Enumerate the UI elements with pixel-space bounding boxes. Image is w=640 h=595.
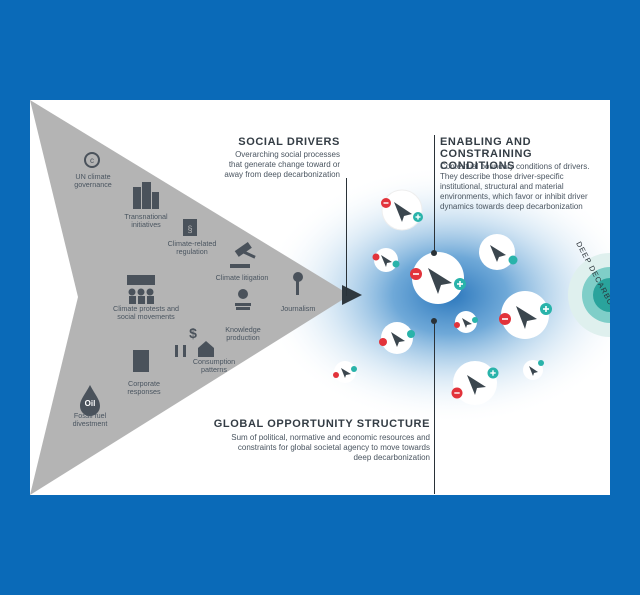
agent-3: [410, 252, 466, 304]
enabling-title: ENABLING AND CONSTRAINING CONDITIONS: [440, 136, 533, 172]
corporate-building-icon: [133, 350, 149, 372]
agent-9: [451, 361, 499, 405]
agent-2: [372, 248, 400, 272]
oil-drop-icon: [80, 385, 100, 416]
driver-label-transnational: Transnational initiatives: [124, 212, 168, 230]
agent-8: [333, 361, 357, 383]
agent-6: [379, 322, 415, 354]
un-climate-icon: c: [84, 152, 100, 168]
document-icon: §: [183, 219, 197, 236]
diagram-card: c §: [30, 100, 610, 495]
social-drivers-line: [346, 178, 348, 296]
microphone-icon: [293, 272, 303, 295]
driver-label-regulation: Climate-related regulation: [167, 239, 217, 257]
global-description: Sum of political, normative and economic…: [231, 433, 430, 462]
enabling-dot: [431, 250, 437, 256]
social-drivers-title: SOCIAL DRIVERS: [238, 136, 340, 148]
gavel-icon: [230, 241, 256, 268]
driver-label-corporate: Corporate responses: [127, 379, 161, 397]
deep-decarbonisation-target: [568, 253, 610, 337]
driver-label-consumption: Consumption patterns: [192, 357, 236, 375]
protest-icon: [127, 275, 155, 304]
global-dot: [431, 318, 437, 324]
enabling-description: Contextual boundary conditions of driver…: [440, 162, 590, 211]
consumption-icon: $: [175, 325, 214, 357]
driver-label-litigation: Climate litigation: [215, 273, 269, 282]
agent-1: [381, 189, 423, 231]
diagram-graphics: c §: [30, 100, 610, 495]
driver-label-knowledge: Knowledge production: [225, 325, 261, 343]
global-line: [434, 322, 436, 494]
agent-5: [499, 291, 552, 339]
enabling-line: [434, 135, 436, 253]
svg-text:§: §: [187, 224, 192, 234]
driver-label-journalism: Journalism: [280, 304, 316, 313]
global-title: GLOBAL OPPORTUNITY STRUCTURE: [213, 418, 430, 430]
driver-label-un-climate: UN climate governance: [74, 172, 112, 190]
agent-4: [479, 234, 518, 270]
lightbulb-icon: [235, 289, 251, 310]
svg-text:$: $: [189, 325, 197, 341]
arrow-notch: [30, 100, 78, 495]
agent-10: [523, 360, 544, 380]
driver-label-protests: Climate protests and social movements: [113, 304, 179, 322]
social-drivers-description: Overarching social processes that genera…: [224, 150, 340, 179]
buildings-icon: [133, 182, 159, 209]
oil-text: Oil: [84, 399, 96, 408]
agent-7: [454, 311, 478, 333]
svg-text:c: c: [90, 156, 94, 165]
drivers-arrow: [30, 100, 350, 495]
driver-label-divestment: Fossil fuel divestment: [72, 411, 108, 429]
agents: [333, 189, 552, 405]
driver-icons: c §: [80, 152, 303, 416]
